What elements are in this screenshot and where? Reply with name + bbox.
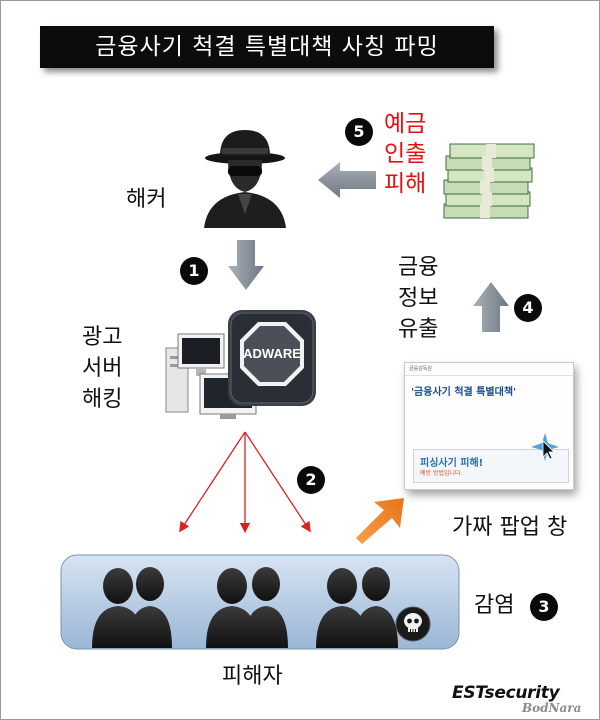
victims-label: 피해자 [222, 664, 283, 689]
money-stack-icon [443, 143, 535, 219]
infection-label: 감염 [474, 593, 515, 618]
ad-server-line-2: 서버 [82, 355, 123, 381]
finance-leak-label: 금융 정보 유출 [398, 253, 438, 345]
finance-leak-line-3: 유출 [398, 316, 439, 342]
popup-big-text: 피싱사기 피해! [420, 458, 484, 469]
ad-server-label: 광고 서버 해킹 [82, 323, 122, 415]
hacker-icon [204, 130, 286, 228]
ad-server-line-3: 해킹 [82, 386, 123, 412]
popup-line [405, 400, 573, 409]
step-4-badge: 4 [514, 294, 542, 322]
deposit-loss-line-1: 예금 [384, 111, 427, 137]
hacker-label: 해커 [126, 187, 167, 212]
finance-leak-line-2: 정보 [398, 285, 439, 311]
finance-leak-line-1: 금융 [398, 255, 439, 280]
deposit-loss-line-2: 인출 [384, 140, 427, 167]
arrow-left-icon [318, 162, 376, 198]
fake-popup-window: 금융감독원 '금융사기 척결 특별대책' 피싱사기 피해! 예방 방법입니다. [404, 362, 574, 490]
arrow-up-icon [473, 282, 509, 332]
adware-sign-text: ADWARE [243, 346, 301, 361]
orange-arrow-icon [356, 498, 404, 544]
brand-logo-sub: BodNara [522, 701, 582, 715]
popup-line [405, 409, 573, 418]
adware-sign-icon: ADWARE [228, 310, 316, 406]
popup-sub-text: 예방 방법입니다. [420, 470, 463, 477]
popup-line [405, 376, 573, 385]
popup-header: 금융감독원 [405, 363, 573, 376]
popup-title: '금융사기 척결 특별대책' [411, 387, 517, 398]
deposit-loss-line-3: 피해 [384, 170, 427, 197]
skull-icon [395, 606, 431, 642]
person-silhouette-icon [92, 567, 398, 648]
step-1-badge: 1 [180, 257, 208, 285]
brand-logo: ESTsecurity [452, 683, 560, 703]
step-5-badge: 5 [345, 118, 373, 146]
ad-server-line-1: 광고 [82, 325, 123, 350]
arrow-down-icon [228, 240, 264, 290]
fake-popup-label: 가짜 팝업 창 [452, 515, 568, 540]
page-title: 금융사기 척결 특별대책 사칭 파밍 [40, 26, 494, 68]
step-2-badge: 2 [297, 466, 325, 494]
step-3-badge: 3 [530, 593, 558, 621]
deposit-loss-label: 예금 인출 피해 [384, 110, 426, 200]
spread-arrows-icon [179, 431, 311, 534]
cursor-icon [531, 433, 559, 461]
